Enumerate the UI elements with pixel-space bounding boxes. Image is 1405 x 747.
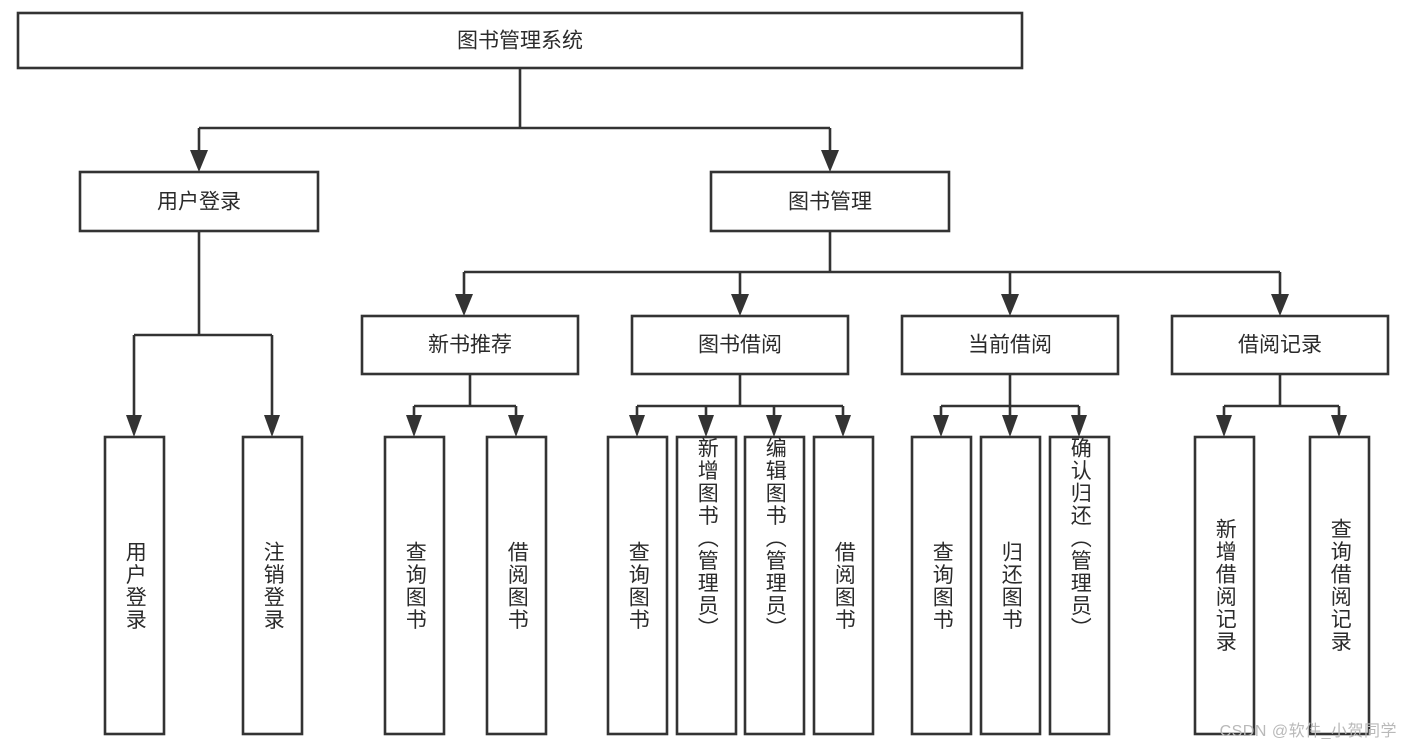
arrow-bm-to-new-book-icon (455, 294, 473, 316)
arrow-bm-to-book-borrow-icon (731, 294, 749, 316)
arrow-new-book-leaf2-icon (508, 415, 524, 437)
node-book-borrow-box (630, 314, 850, 376)
node-leaf-query-book-2-box[interactable] (606, 435, 669, 736)
node-root-book-management-system[interactable]: 图书管理系统 (16, 11, 1024, 70)
node-root-label: 图书管理系统 (457, 30, 583, 53)
node-book-manage-box (709, 170, 951, 233)
leaf-boxes-borrow-record (1193, 435, 1371, 736)
node-leaf-borrow-book-1-box[interactable] (485, 435, 548, 736)
arrow-user-login-leaf2-icon (264, 415, 280, 437)
node-borrow-record-label: 借阅记录 (1238, 334, 1322, 357)
node-leaf-query-book-3-box[interactable] (910, 435, 973, 736)
leaf-boxes-user-login (103, 435, 304, 736)
node-new-book-recommend[interactable]: 新书推荐 (360, 314, 580, 376)
arrow-root-to-user-login-icon (190, 150, 208, 172)
node-leaf-query-borrow-record-box[interactable] (1308, 435, 1371, 736)
node-leaf-query-book-1-box[interactable] (383, 435, 446, 736)
node-book-borrow-label: 图书借阅 (698, 334, 782, 357)
arrow-current-borrow-leaf2-icon (1002, 415, 1018, 437)
arrow-book-borrow-leaf2-icon (698, 415, 714, 437)
leaf-boxes-book-borrow (606, 435, 875, 736)
node-borrow-record-box (1170, 314, 1390, 376)
node-book-manage-label: 图书管理 (788, 191, 872, 214)
connectors-borrow-record-to-leaves (1216, 374, 1347, 437)
node-leaf-borrow-book-2-box[interactable] (812, 435, 875, 736)
node-borrow-record[interactable]: 借阅记录 (1170, 314, 1390, 376)
connectors-book-borrow-to-leaves (629, 374, 851, 437)
node-leaf-user-login-box[interactable] (103, 435, 166, 736)
node-leaf-add-borrow-record-box[interactable] (1193, 435, 1256, 736)
node-leaf-edit-book-admin-box[interactable] (743, 435, 806, 736)
node-user-login-label: 用户登录 (157, 191, 241, 214)
connectors-book-manage-to-level3 (455, 231, 1289, 316)
node-current-borrow-box (900, 314, 1120, 376)
arrow-book-borrow-leaf1-icon (629, 415, 645, 437)
arrow-user-login-leaf1-icon (126, 415, 142, 437)
node-user-login-box (78, 170, 320, 233)
node-root-box (16, 11, 1024, 70)
arrow-borrow-record-leaf2-icon (1331, 415, 1347, 437)
leaf-boxes-current-borrow (910, 435, 1111, 736)
arrow-bm-to-current-borrow-icon (1001, 294, 1019, 316)
connectors-current-borrow-to-leaves (933, 374, 1087, 437)
node-leaf-confirm-return-admin-box[interactable] (1048, 435, 1111, 736)
arrow-current-borrow-leaf3-icon (1071, 415, 1087, 437)
node-new-book-recommend-label: 新书推荐 (428, 334, 512, 357)
node-current-borrow[interactable]: 当前借阅 (900, 314, 1120, 376)
node-leaf-logout-login-box[interactable] (241, 435, 304, 736)
arrow-book-borrow-leaf3-icon (766, 415, 782, 437)
arrow-book-borrow-leaf4-icon (835, 415, 851, 437)
node-current-borrow-label: 当前借阅 (968, 334, 1052, 357)
node-user-login[interactable]: 用户登录 (78, 170, 320, 233)
arrow-borrow-record-leaf1-icon (1216, 415, 1232, 437)
arrow-bm-to-borrow-record-icon (1271, 294, 1289, 316)
arrow-current-borrow-leaf1-icon (933, 415, 949, 437)
node-book-borrow[interactable]: 图书借阅 (630, 314, 850, 376)
arrow-new-book-leaf1-icon (406, 415, 422, 437)
watermark-text: CSDN @软件_小贺同学 (1219, 723, 1397, 740)
connectors-new-book-to-leaves (406, 374, 524, 437)
arrow-root-to-book-manage-icon (821, 150, 839, 172)
node-leaf-add-book-admin-box[interactable] (675, 435, 738, 736)
node-book-manage[interactable]: 图书管理 (709, 170, 951, 233)
node-leaf-return-book-box[interactable] (979, 435, 1042, 736)
connectors-user-login-to-leaves (126, 231, 280, 437)
connectors-root-to-level2 (190, 68, 839, 172)
leaf-boxes-new-book-recommend (383, 435, 548, 736)
node-new-book-recommend-box (360, 314, 580, 376)
